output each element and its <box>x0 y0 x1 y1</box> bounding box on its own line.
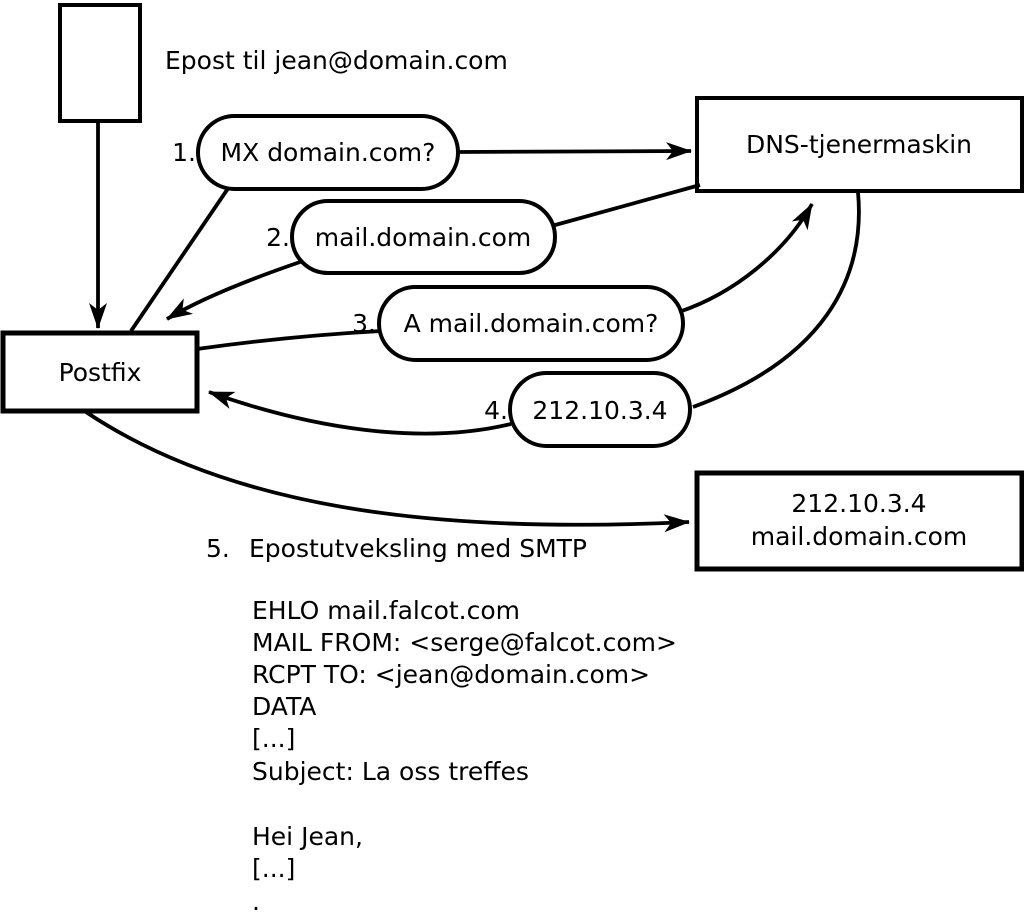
dns-server-label: DNS-tjenermaskin <box>746 130 972 159</box>
smtp-line-mail-from: MAIL FROM: <serge@falcot.com> <box>252 628 677 657</box>
smtp-line-subject: Subject: La oss treffes <box>252 757 529 786</box>
mail-server-hostname: mail.domain.com <box>751 522 967 551</box>
line-postfix-to-mx-query <box>129 185 231 333</box>
smtp-line-rcpt-to: RCPT TO: <jean@domain.com> <box>252 660 650 689</box>
arrow-mx-query-to-dns <box>457 142 692 161</box>
line-dns-to-a-answer <box>692 191 861 409</box>
a-answer-label: 212.10.3.4 <box>532 396 667 425</box>
arrow-a-query-to-dns <box>678 203 814 314</box>
a-query-label: A mail.domain.com? <box>404 309 659 338</box>
step5-number: 5. <box>206 534 230 563</box>
message-box <box>58 3 142 123</box>
postfix-box <box>0 330 200 414</box>
smtp-line-ellipsis1: [...] <box>252 724 295 753</box>
mx-query-label: MX domain.com? <box>221 138 436 167</box>
smtp-line-ellipsis2: [...] <box>252 854 295 883</box>
smtp-line-end-dot: . <box>252 887 260 916</box>
postfix-label: Postfix <box>59 358 142 387</box>
arrow-postfix-to-mail-server <box>84 410 690 533</box>
mx-query-pill <box>196 114 460 191</box>
step1-number: 1. <box>172 138 196 167</box>
a-query-pill <box>377 285 685 362</box>
dns-server-box <box>695 96 1024 193</box>
a-answer-pill <box>508 371 692 448</box>
smtp-session-text: EHLO mail.falcot.com MAIL FROM: <serge@f… <box>252 596 677 916</box>
email-note-label: Epost til jean@domain.com <box>165 46 508 75</box>
smtp-exchange-label: Epostutveksling med SMTP <box>249 534 587 563</box>
smtp-line-ehlo: EHLO mail.falcot.com <box>252 596 520 625</box>
smtp-line-greeting: Hei Jean, <box>252 822 363 851</box>
step2-number: 2. <box>266 223 290 252</box>
mx-answer-label: mail.domain.com <box>315 223 531 252</box>
arrow-mx-answer-to-postfix <box>166 259 304 321</box>
arrow-a-answer-to-postfix <box>208 390 512 436</box>
smtp-line-data: DATA <box>252 692 316 721</box>
line-dns-to-mx-answer <box>547 183 701 229</box>
mail-server-ip: 212.10.3.4 <box>791 489 926 518</box>
step4-number: 4. <box>484 396 508 425</box>
mx-answer-pill <box>290 199 557 275</box>
mail-server-box <box>694 470 1024 572</box>
step3-number: 3. <box>352 309 376 338</box>
line-postfix-to-a-query <box>196 329 382 351</box>
